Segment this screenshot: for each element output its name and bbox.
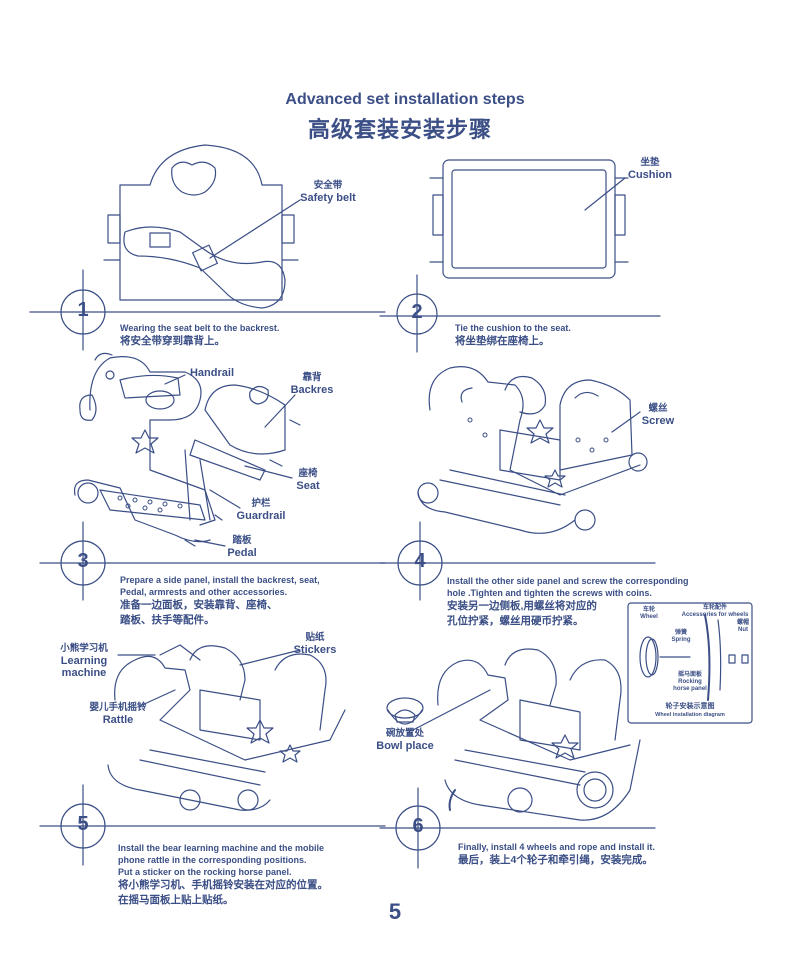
guardrail-label: 护栏 Guardrail <box>236 498 286 522</box>
step-dividers <box>29 269 661 869</box>
step-number-5: 5 <box>77 813 89 835</box>
backrest-label: 靠背 Backres <box>290 372 334 396</box>
step4-rocking-horse-illustration <box>417 366 648 534</box>
step3-caption: Prepare a side panel, install the backre… <box>120 575 320 626</box>
step1-backrest-illustration <box>103 144 301 309</box>
seat-label: 座椅 Seat <box>296 468 320 492</box>
step2-seat-illustration <box>429 159 629 279</box>
step-number-6: 6 <box>412 815 424 837</box>
step6-caption: Finally, install 4 wheels and rope and i… <box>458 842 655 866</box>
step3-rocking-horse-illustration <box>73 352 301 547</box>
wheel-diagram-frame <box>627 602 753 724</box>
stickers-label: 贴纸 Stickers <box>293 632 337 656</box>
rattle-label: 婴儿手机摇铃 Rattle <box>89 702 147 726</box>
step5-rocking-horse-illustration <box>107 644 346 811</box>
step-number-2: 2 <box>411 301 423 323</box>
step-number-1: 1 <box>77 299 89 321</box>
safety-belt-label: 安全带 Safety belt <box>300 180 356 204</box>
title-zh: 高级套装安装步骤 <box>307 117 492 142</box>
cushion-label: 坐垫 Cushion <box>628 157 672 181</box>
title-en: Advanced set installation steps <box>285 91 525 108</box>
step2-caption: Tie the cushion to the seat. 将坐垫绑在座椅上。 <box>455 323 571 347</box>
step6-rocking-horse-illustration <box>386 648 641 821</box>
step4-caption: Install the other side panel and screw t… <box>447 576 689 627</box>
bowl-place-label: 碗放置处 Bowl place <box>376 728 434 752</box>
step-number-3: 3 <box>77 550 89 572</box>
screw-label: 螺丝 Screw <box>641 403 675 427</box>
step-number-4: 4 <box>414 550 426 572</box>
step1-caption: Wearing the seat belt to the backrest. 将… <box>120 323 280 347</box>
handrail-label: Handrail <box>189 367 234 379</box>
page-number: 5 <box>388 899 402 924</box>
learning-machine-label: 小熊学习机 Learning machine <box>60 643 108 679</box>
pedal-label: 踏板 Pedal <box>227 535 257 559</box>
step5-caption: Install the bear learning machine and th… <box>118 843 328 906</box>
